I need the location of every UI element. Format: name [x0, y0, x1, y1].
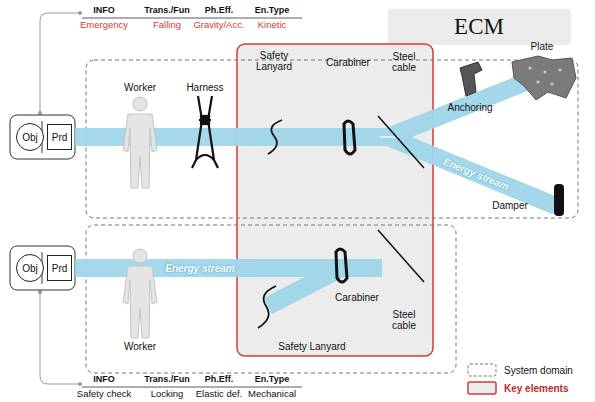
part-label: Safety Lanyard: [278, 341, 345, 352]
diagram-title: ECM: [454, 14, 504, 40]
drawn-path: [512, 56, 576, 100]
node-text: Obj: [22, 263, 38, 274]
table-header: En.Type: [255, 6, 289, 16]
table-cell: Mechanical: [248, 389, 296, 399]
legend-swatch: [468, 382, 496, 394]
drawn-rect: [388, 9, 571, 45]
node-text: Obj: [22, 132, 38, 143]
drawn-path: [258, 286, 276, 328]
table-cell: Elastic def.: [196, 389, 242, 399]
legend-text: Key elements: [504, 383, 568, 394]
object-circle: Obj: [16, 254, 44, 282]
drawn-circle: [559, 69, 562, 72]
part-label: Anchoring: [447, 102, 492, 113]
object-circle: Obj: [16, 123, 44, 151]
part-label: Damper: [492, 200, 528, 211]
product-box: Prd: [47, 255, 72, 281]
table-cell: Safety check: [77, 389, 131, 399]
drawn-circle: [544, 71, 547, 74]
node-text: Prd: [52, 263, 68, 274]
legend-swatch: [468, 364, 496, 376]
table-cell: Emergency: [80, 20, 128, 30]
node-text: Prd: [52, 132, 68, 143]
part-label: Safety Lanyard: [251, 50, 297, 72]
drawn-g: [529, 67, 562, 86]
drawn-g: [123, 97, 157, 338]
drawn-rect: [10, 246, 75, 290]
part-label: Worker: [124, 341, 156, 352]
table-cell: Kinetic: [258, 20, 287, 30]
drawn-circle: [133, 97, 147, 111]
table-header: INFO: [93, 6, 115, 16]
drawn-line: [268, 268, 342, 306]
table-header: Trans./Fun: [144, 6, 190, 16]
product-box: Prd: [47, 124, 72, 150]
drawn-circle: [537, 81, 540, 84]
drawn-rect: [237, 44, 433, 356]
table-header: Ph.Eff.: [205, 375, 234, 385]
drawn-line: [378, 230, 424, 282]
drawn-line: [378, 116, 424, 168]
drawn-circle: [38, 111, 42, 115]
drawn-path: [123, 114, 157, 188]
drawn-line: [82, 18, 302, 19]
drawn-circle: [529, 67, 532, 70]
part-label: Steel cable: [384, 309, 424, 331]
drawn-path: [460, 62, 482, 96]
table-cell: Falling: [153, 20, 181, 30]
drawn-line: [388, 78, 536, 137]
drawn-circle: [38, 290, 42, 294]
part-label: Harness: [186, 82, 223, 93]
part-label: Worker: [124, 82, 156, 93]
table-cell: Locking: [151, 389, 184, 399]
drawn-circle: [78, 382, 82, 386]
stream-label: Energy stream: [165, 263, 234, 274]
drawn-circle: [133, 249, 147, 263]
table-header: Ph.Eff.: [205, 6, 234, 16]
drawn-rect: [201, 116, 209, 124]
part-label: Carabiner: [326, 57, 370, 68]
drawn-rect: [10, 115, 75, 159]
table-cell: Gravity/Acc.: [193, 20, 244, 30]
drawn-path: [40, 292, 80, 384]
drawn-rect: [554, 184, 564, 216]
drawn-rect: [86, 225, 456, 373]
part-label: Plate: [531, 41, 554, 52]
drawn-path: [336, 249, 347, 282]
drawn-path: [344, 121, 355, 154]
drawn-g: [192, 96, 218, 168]
drawn-path: [123, 266, 157, 338]
part-label: Steel cable: [384, 51, 424, 73]
legend-text: System domain: [504, 365, 573, 376]
drawn-path: [40, 13, 80, 113]
drawn-circle: [551, 83, 554, 86]
drawn-line: [82, 387, 302, 388]
table-header: En.Type: [255, 375, 289, 385]
drawn-circle: [78, 11, 82, 15]
table-header: INFO: [93, 375, 115, 385]
drawn-path: [268, 120, 282, 154]
drawn-line: [388, 137, 556, 206]
table-header: Trans./Fun: [144, 375, 190, 385]
drawn-path: [192, 96, 218, 168]
part-label: Carabiner: [335, 292, 379, 303]
